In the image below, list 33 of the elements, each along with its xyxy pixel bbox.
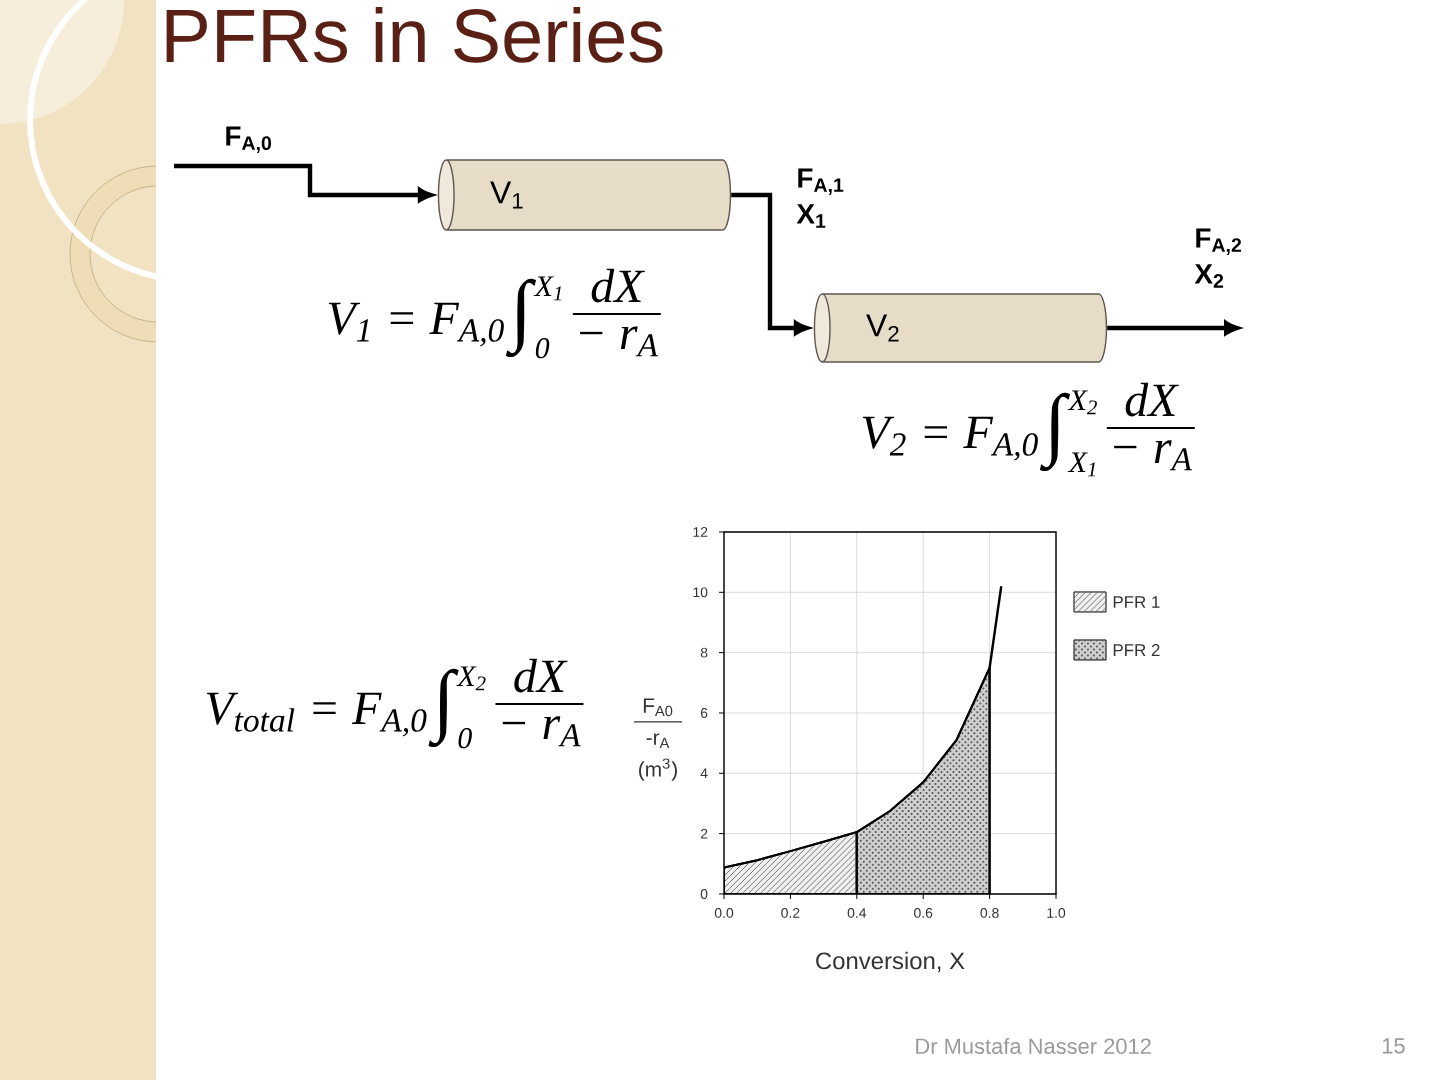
flow-arrow (731, 192, 809, 336)
label: ∫ (428, 668, 459, 748)
node-label: V$_{2}$ = F$_{A,0}$ (862, 416, 1038, 461)
label: dX (514, 658, 568, 693)
axis-title: F$_{A0}$ -r$_{A}$ (m$^{3}$) (633, 698, 683, 781)
page-number: 15 (1382, 1038, 1405, 1054)
axis-title: Conversion, X (816, 951, 965, 973)
node-label: dX (591, 268, 645, 303)
node-label: X$_{2}$ (1067, 390, 1097, 415)
node-label: − r$_{A}$ (1114, 440, 1193, 471)
node-label: X$_{1}$ (1067, 452, 1096, 477)
legend-label: PFR 2 (1113, 644, 1160, 656)
node-label: 0 (535, 338, 550, 359)
footer-text: Dr Mustafa Nasser 2012 (916, 1037, 1151, 1054)
label: 0 (458, 728, 472, 749)
node-label: ∫ (505, 278, 536, 358)
edge-label: F$_{A,0}$ (226, 126, 272, 153)
node-label: − r$_{A}$ (580, 326, 659, 357)
slide-title: PFRs in Series (166, 7, 663, 63)
node-label: V$_{1}$ = F$_{A,0}$ (328, 302, 504, 347)
label: V$_{total}$ = F$_{A,0}$ (206, 692, 427, 737)
reactor-cylinder: V$_{1}$ (437, 159, 732, 231)
node-label: dX (1125, 382, 1179, 417)
flow-arrow (1107, 320, 1240, 336)
edge-label: F$_{A,2}$ X$_{2}$ (1194, 228, 1242, 288)
label: − r$_{A}$ (502, 716, 581, 747)
node-label: X$_{1}$ (533, 276, 562, 301)
label: X$_{2}$ (456, 666, 486, 691)
reactor-cylinder: V$_{2}$ (813, 293, 1108, 363)
node-label: ∫ (1039, 392, 1070, 472)
legend-label: PFR 1 (1113, 596, 1160, 608)
edge-label: F$_{A,1}$ X$_{1}$ (796, 168, 844, 228)
flow-arrow (174, 163, 433, 203)
